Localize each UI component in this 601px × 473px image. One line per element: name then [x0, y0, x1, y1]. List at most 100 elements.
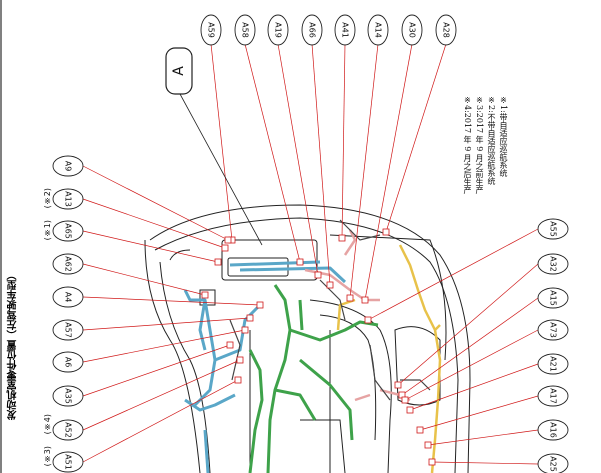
connector-a21-text: A21: [549, 356, 558, 372]
connector-a59-circle: [200, 14, 222, 46]
connector-marker: [314, 271, 322, 279]
leader-a66: [311, 43, 331, 286]
callout-a-label: A: [171, 66, 187, 76]
connector-a52-text: A52: [64, 422, 73, 438]
callout-a: A: [165, 47, 263, 246]
leader-lines: [82, 43, 539, 465]
asterisk-a65: (※1): [43, 220, 52, 241]
leader-a30: [364, 43, 413, 301]
connector-a25-circle: [537, 453, 569, 473]
connector-a57-text: A57: [64, 322, 73, 338]
connector-a21-circle: [537, 353, 569, 375]
harness-blue: [183, 260, 347, 473]
connector-a65-circle: [52, 220, 84, 242]
leader-a14: [349, 43, 379, 299]
connector-a57-circle: [52, 319, 84, 341]
leader-a4: [82, 296, 261, 306]
connector-a65-text: A65: [64, 223, 73, 239]
leader-a55: [367, 228, 539, 321]
connector-a55-circle: [537, 218, 569, 240]
connector-a13: A13: [52, 188, 84, 210]
connector-marker: [226, 341, 234, 349]
connector-marker: [338, 234, 346, 242]
connector-a30-text: A30: [408, 22, 417, 38]
connector-a4-text: A4: [64, 292, 73, 303]
connector-a16: A16: [537, 419, 569, 441]
connector-a51-text: A51: [64, 454, 73, 470]
connector-marker: [224, 236, 232, 244]
connector-marker: [246, 314, 254, 322]
connector-a62-text: A62: [64, 256, 73, 272]
connector-a28-circle: [435, 14, 457, 46]
connector-marker: [401, 396, 409, 404]
connector-marker: [256, 301, 264, 309]
connector-a41-text: A41: [341, 22, 350, 38]
connector-a55: A55: [537, 218, 569, 240]
connector-a16-text: A16: [549, 422, 558, 438]
note-4: ※4:2017 年 9 月之后生产: [463, 96, 472, 194]
connector-a25: A25: [537, 453, 569, 473]
connector-a4-circle: [52, 286, 84, 308]
connector-a19: A19: [267, 14, 289, 46]
connector-a30: A30: [401, 14, 423, 46]
connector-a13-text: A13: [64, 191, 73, 207]
leader-a58: [244, 43, 301, 263]
connector-marker: [424, 441, 432, 449]
leader-a41: [341, 43, 346, 239]
connector-a57: A57: [52, 319, 84, 341]
connector-a66-text: A66: [308, 22, 317, 38]
connector-a6: A6: [52, 351, 84, 373]
connector-a4: A4: [52, 286, 84, 308]
callout-a-box: [165, 47, 193, 95]
page-title: 发动机室零件位置（左驾驶车型）: [8, 270, 19, 420]
connector-a58-circle: [234, 14, 256, 46]
connector-a14-circle: [367, 14, 389, 46]
leader-a62: [82, 263, 206, 296]
harness-green: [248, 284, 379, 473]
connector-a9-circle: [52, 155, 84, 177]
connector-a9: A9: [52, 155, 84, 177]
connector-marker: [234, 376, 242, 384]
harness-yellow: [336, 244, 442, 473]
connector-a19-circle: [267, 14, 289, 46]
leader-a32: [397, 263, 539, 386]
connector-marker: [221, 244, 229, 252]
leader-a17: [419, 395, 539, 431]
connector-a25-text: A25: [549, 456, 558, 472]
note-1: ※1:带自适应巡航系统: [499, 96, 508, 177]
connector-a73-circle: [537, 319, 569, 341]
connector-a32: A32: [537, 253, 569, 275]
connector-a59-text: A59: [207, 22, 216, 38]
asterisk-a51: (※3): [43, 446, 52, 467]
leader-a28: [385, 43, 447, 233]
connector-marker: [214, 258, 222, 266]
leader-a73: [404, 329, 539, 401]
note-3: ※3:2017 年 9 月之前生产: [475, 96, 484, 194]
leader-a59: [210, 43, 233, 241]
connector-marker: [428, 458, 436, 466]
connector-a62: A62: [52, 253, 84, 275]
connector-a35: A35: [52, 385, 84, 407]
asterisk-a52: (※4): [43, 414, 52, 435]
leader-a13: [82, 198, 226, 249]
leader-a16: [427, 429, 539, 446]
connector-a59: A59: [200, 14, 222, 46]
connector-a66-circle: [301, 14, 323, 46]
connector-marker: [382, 228, 390, 236]
connector-marker: [346, 294, 354, 302]
leader-a57: [82, 317, 251, 331]
connector-a51-circle: [52, 451, 84, 473]
asterisk-a13: (※2): [43, 188, 52, 209]
connector-marker: [326, 281, 334, 289]
connector-marker: [416, 426, 424, 434]
connector-a35-circle: [52, 385, 84, 407]
connector-a32-circle: [537, 253, 569, 275]
connector-a30-circle: [401, 14, 423, 46]
connector-a41: A41: [334, 14, 356, 46]
note-2: ※2:不带自适应巡航系统: [487, 96, 496, 185]
connector-a66: A66: [301, 14, 323, 46]
leader-a9: [82, 165, 229, 241]
